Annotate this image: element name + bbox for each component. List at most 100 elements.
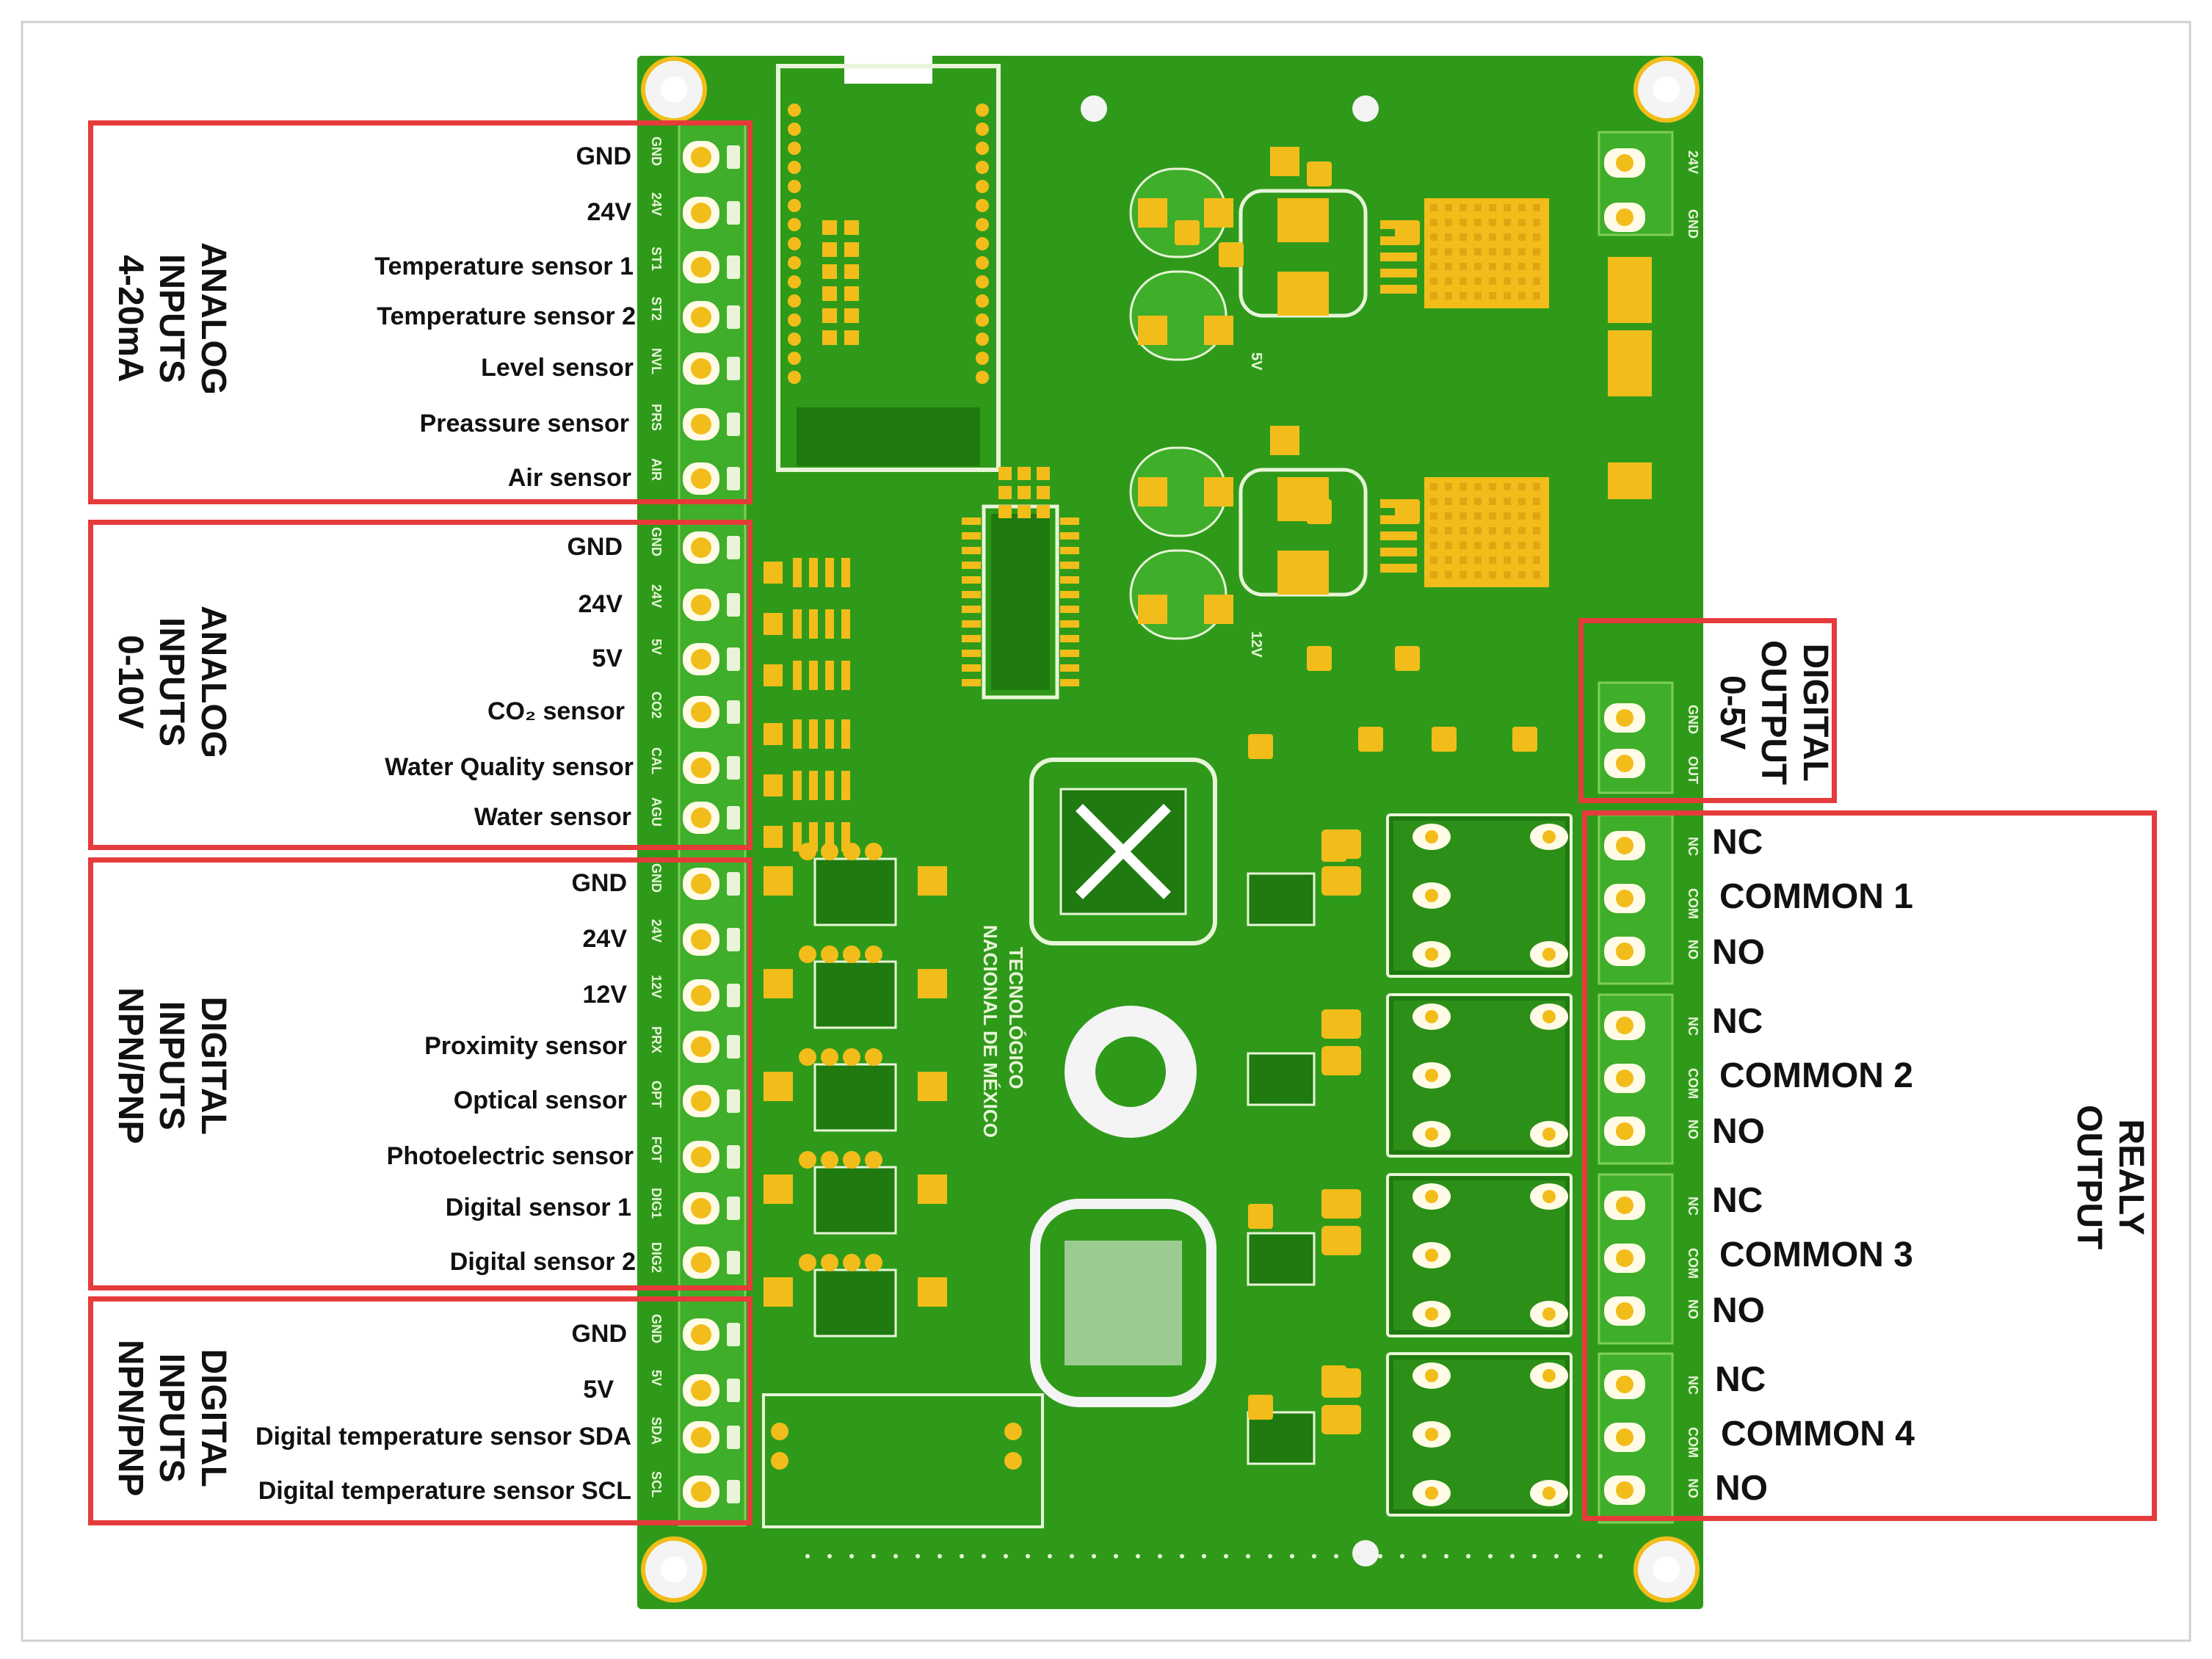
smd-pad bbox=[1248, 1204, 1273, 1229]
resistor-array-pad bbox=[809, 822, 818, 852]
edge-via bbox=[1400, 1554, 1404, 1558]
jumper-pad bbox=[821, 945, 838, 963]
heatsink-via bbox=[1430, 512, 1437, 520]
edge-via bbox=[1334, 1554, 1338, 1558]
resistor-array-pad bbox=[793, 771, 802, 800]
smd-pad bbox=[1321, 1365, 1346, 1390]
heatsink-via bbox=[1533, 277, 1540, 285]
terminal-pin-screw bbox=[727, 1035, 740, 1059]
smd-pad bbox=[1321, 1013, 1346, 1038]
ic-lead bbox=[962, 620, 981, 628]
jumper-pad bbox=[799, 1254, 816, 1271]
resistor-array-pad bbox=[809, 771, 818, 800]
ic-lead bbox=[962, 635, 981, 642]
smd-pad bbox=[1307, 646, 1332, 671]
smd-pad bbox=[1307, 499, 1332, 524]
qfp-outline bbox=[1029, 758, 1217, 945]
silk-label: NC bbox=[1686, 1376, 1700, 1395]
heatsink-via bbox=[1474, 277, 1482, 285]
heatsink-via bbox=[1430, 277, 1437, 285]
smd-pad bbox=[1138, 477, 1167, 507]
header-pin bbox=[788, 237, 801, 250]
edge-via bbox=[1048, 1554, 1052, 1558]
silk-label: GND bbox=[1686, 209, 1700, 239]
heatsink-via bbox=[1504, 498, 1511, 505]
heatsink-via bbox=[1474, 571, 1482, 578]
terminal-pin-dot bbox=[691, 595, 711, 615]
terminal-pin-screw bbox=[727, 984, 740, 1007]
relay-pad-dot bbox=[1425, 1190, 1438, 1203]
pin-label: Temperature sensor 1 bbox=[374, 253, 634, 280]
heatsink-via bbox=[1518, 292, 1526, 300]
header-pin bbox=[976, 313, 989, 327]
heatsink-via bbox=[1518, 527, 1526, 534]
silk-label: NC bbox=[1686, 1017, 1700, 1036]
terminal-pin-screw bbox=[727, 1426, 740, 1449]
relay-3-common-label: COMMON 3 bbox=[1719, 1235, 1913, 1274]
terminal-pin-screw bbox=[727, 145, 740, 169]
resistor-array-pad bbox=[809, 719, 818, 749]
ic-lead bbox=[962, 547, 981, 554]
heatsink-via bbox=[1518, 556, 1526, 564]
silk-label: NO bbox=[1686, 1299, 1700, 1319]
smd-pad bbox=[1395, 646, 1420, 671]
edge-via bbox=[938, 1554, 942, 1558]
heatsink-via bbox=[1518, 204, 1526, 211]
smd-pad bbox=[918, 1277, 947, 1307]
mcu-antenna bbox=[797, 407, 980, 466]
pin-label: Digital sensor 2 bbox=[449, 1248, 636, 1276]
pin-label: 24V bbox=[587, 198, 632, 226]
edge-via bbox=[1136, 1554, 1140, 1558]
edge-via bbox=[1202, 1554, 1206, 1558]
smd-pad bbox=[764, 826, 783, 848]
heatsink-via bbox=[1504, 483, 1511, 490]
smd-pad bbox=[1018, 505, 1031, 518]
heatsink-via bbox=[1445, 204, 1452, 211]
terminal-pin-dot bbox=[691, 414, 711, 435]
resistor-array-pad bbox=[825, 661, 834, 690]
smd-pad bbox=[1395, 220, 1420, 245]
heatsink-via bbox=[1445, 527, 1452, 534]
terminal-pin-dot bbox=[691, 1380, 711, 1401]
relay-pad-dot bbox=[1425, 1128, 1438, 1141]
heatsink-via bbox=[1459, 233, 1467, 241]
heatsink-via bbox=[1518, 248, 1526, 255]
silk-label: NO bbox=[1686, 1119, 1700, 1139]
optocoupler bbox=[813, 1268, 897, 1337]
silk-label: 12V bbox=[1248, 631, 1264, 658]
heatsink-via bbox=[1474, 556, 1482, 564]
heatsink-via bbox=[1445, 292, 1452, 300]
heatsink-via bbox=[1459, 219, 1467, 226]
pin-label: Temperature sensor 2 bbox=[377, 302, 636, 330]
ic-lead bbox=[962, 591, 981, 598]
heatsink-via bbox=[1430, 204, 1437, 211]
jumper-pad bbox=[821, 1151, 838, 1169]
heatsink-via bbox=[1430, 498, 1437, 505]
heatsink-via bbox=[1430, 542, 1437, 549]
smd-pad bbox=[1307, 161, 1332, 186]
regulator-heatsink bbox=[1424, 477, 1549, 587]
jumper-pad bbox=[865, 1254, 882, 1271]
ic-lead bbox=[1060, 518, 1079, 525]
relay-2-nc-label: NC bbox=[1712, 1002, 1763, 1041]
smd-pad bbox=[1138, 316, 1167, 345]
heatsink-via bbox=[1430, 556, 1437, 564]
heatsink-via bbox=[1430, 292, 1437, 300]
edge-via bbox=[1510, 1554, 1515, 1558]
resistor-array-pad bbox=[841, 558, 850, 587]
silk-label: 5V bbox=[649, 1370, 664, 1386]
heatsink-via bbox=[1533, 233, 1540, 241]
smd-pad bbox=[822, 242, 837, 257]
ic-lead bbox=[1060, 664, 1079, 672]
relay-pad-dot bbox=[1425, 830, 1438, 843]
header-pin bbox=[976, 142, 989, 155]
mounting-hole-center bbox=[1653, 76, 1680, 103]
terminal-pin-screw bbox=[727, 1089, 740, 1113]
heatsink-via bbox=[1533, 527, 1540, 534]
terminal-pin-screw bbox=[727, 467, 740, 490]
resistor-array-pad bbox=[793, 609, 802, 639]
terminal-pin-dot bbox=[691, 358, 711, 379]
silk-label: AGU bbox=[649, 797, 664, 827]
terminal-pin-dot bbox=[1616, 1197, 1633, 1214]
